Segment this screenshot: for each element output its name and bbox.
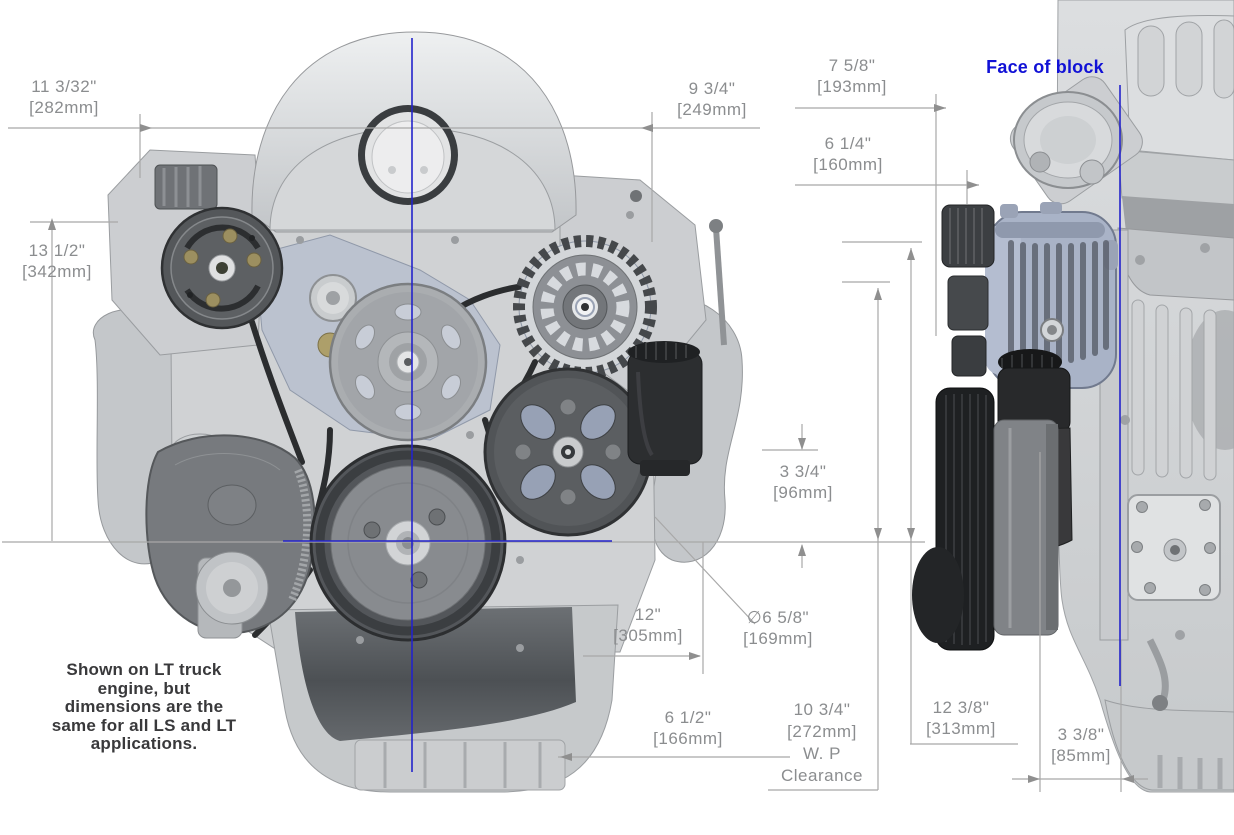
dim-wp-clearance-label: 10 3/4" [272mm] W. P Clearance <box>781 700 863 785</box>
ps-reservoir-front <box>627 341 703 476</box>
ac-compressor-clutch <box>160 206 284 330</box>
throttle-body-side <box>1009 76 1143 205</box>
crank-pulley <box>309 444 507 642</box>
dim-width-left-label: 11 3/32" [282mm] <box>29 77 99 117</box>
engine-side-view <box>912 0 1234 793</box>
centerlines <box>283 38 1121 772</box>
dimension-arrowheads <box>48 104 1134 783</box>
power-steering-pulley <box>483 367 653 537</box>
dim-block-offset-label: 3 3/8" [85mm] <box>1051 725 1111 765</box>
dim-pan-width-label: 6 1/2" [166mm] <box>653 708 723 748</box>
dim-depth-mid-label: 6 1/4" [160mm] <box>813 134 883 174</box>
pulley-stack-side <box>912 204 1059 651</box>
dim-width-right-label: 9 3/4" [249mm] <box>677 79 747 119</box>
dim-pulley-diameter-label: ∅6 5/8" [169mm] <box>743 608 813 648</box>
dim-depth-top-label: 7 5/8" [193mm] <box>817 56 887 96</box>
dim-ps-offset-label: 3 3/4" [96mm] <box>773 462 833 502</box>
dim-width-lower-label: 12" [305mm] <box>613 605 683 645</box>
face-of-block-label: Face of block <box>986 57 1104 77</box>
water-pump-gasket-plate <box>1127 494 1221 601</box>
engine-note: Shown on LT truck engine, but dimensions… <box>51 660 237 754</box>
dim-overall-depth-label: 12 3/8" [313mm] <box>926 698 996 738</box>
dim-height-left-label: 13 1/2" [342mm] <box>22 241 92 281</box>
bolt-dots <box>296 190 642 652</box>
side-bolt-dots <box>1120 243 1210 640</box>
water-pump-pulley <box>328 282 488 442</box>
belt-tensioner-pulley <box>513 235 657 379</box>
